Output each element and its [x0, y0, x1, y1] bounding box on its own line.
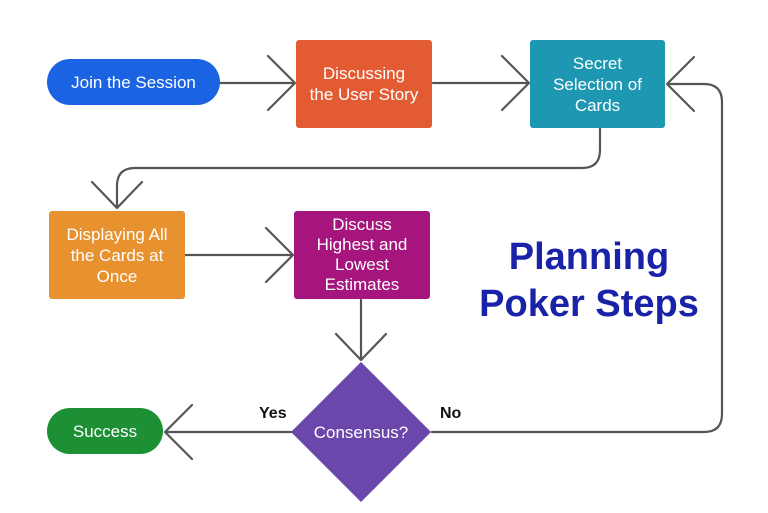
join-session-label: Join the Session [71, 72, 196, 92]
arrowhead [90, 180, 144, 210]
displaying-label-line3: Once [96, 266, 138, 286]
secret-label-line2: Selection of [553, 74, 642, 94]
discuss-label-line3: Lowest [335, 255, 389, 274]
success-node: Success [47, 408, 163, 454]
consensus-diamond [291, 362, 431, 502]
displaying-label-line1: Displaying All [66, 224, 168, 244]
arrow-consensus-to-secret [430, 82, 724, 434]
no-edge-label: No [440, 405, 462, 422]
discuss-estimates-node: Discuss Highest and Lowest Estimates [294, 211, 430, 299]
success-label: Success [72, 421, 138, 441]
consensus-node: Consensus? [291, 412, 431, 452]
arrowhead [665, 55, 696, 113]
join-session-node: Join the Session [47, 59, 220, 105]
discuss-label-line1: Discuss [332, 215, 392, 234]
secret-label-line1: Secret [572, 53, 623, 73]
title-line2: Poker Steps [479, 283, 699, 325]
discussing-label-line1: Discussing [322, 64, 406, 83]
displaying-cards-node: Displaying All the Cards at Once [49, 211, 185, 299]
displaying-label-line2: the Cards at [70, 245, 164, 265]
discuss-label-line4: Estimates [324, 275, 400, 294]
discuss-label-line2: Highest and [316, 235, 408, 254]
arrowhead [264, 226, 295, 284]
consensus-label: Consensus? [313, 422, 409, 442]
arrowhead [500, 54, 531, 112]
diagram-title: Planning Poker Steps [455, 234, 723, 328]
title-line1: Planning [508, 236, 670, 278]
arrowhead [334, 332, 388, 362]
arrowhead [266, 54, 297, 112]
arrow-secret-to-displaying [115, 126, 602, 209]
discussing-user-story-node: Discussing the User Story [296, 40, 432, 128]
secret-label-line3: Cards [574, 95, 621, 115]
discussing-label-line2: the User Story [309, 85, 419, 104]
secret-selection-node: Secret Selection of Cards [530, 40, 665, 128]
yes-edge-label: Yes [259, 405, 287, 422]
arrowhead [163, 403, 194, 461]
